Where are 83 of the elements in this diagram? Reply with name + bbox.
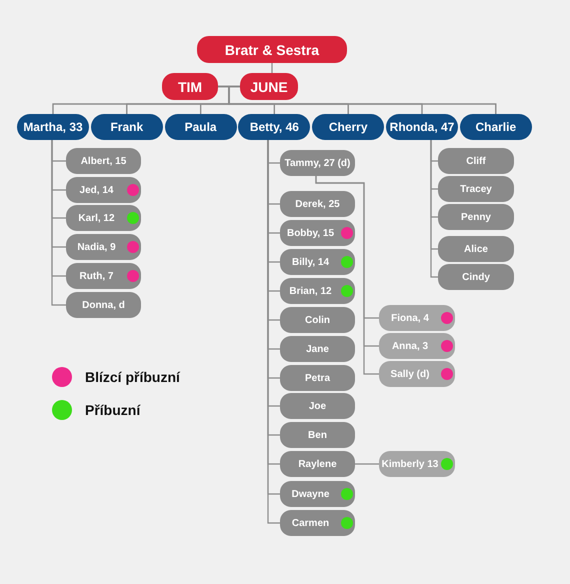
person-name: Dwayne	[292, 488, 330, 500]
person-name: Brian, 12	[289, 286, 332, 296]
person-name: Ruth, 7	[80, 270, 114, 282]
person-name: Frank	[110, 120, 144, 134]
person-box	[66, 263, 141, 289]
person-box	[460, 114, 532, 140]
person-name: Joe	[308, 400, 326, 412]
person-name: JUNE	[250, 78, 288, 94]
person-name: Petra	[304, 372, 330, 384]
person-name: Sally (d)	[390, 368, 430, 380]
person-box	[280, 451, 355, 477]
person-box	[438, 148, 514, 174]
person-box	[90, 114, 163, 140]
person-name: Karl, 12	[78, 212, 115, 224]
person-box	[66, 148, 141, 174]
person-box	[280, 191, 355, 217]
parent-box	[162, 73, 218, 100]
person-box	[280, 422, 355, 448]
person-name: Raylene	[298, 458, 337, 470]
person-name: Bobby, 15	[286, 228, 334, 238]
person-name: Nadia, 9	[77, 242, 116, 252]
person-name: Martha, 33	[23, 120, 83, 134]
legend-label: Příbuzní	[85, 402, 140, 418]
connector-line	[218, 86, 240, 88]
person-name: Tracey	[460, 184, 492, 194]
person-box	[438, 204, 514, 230]
person-box	[280, 481, 355, 507]
person-name: Charlie	[475, 120, 516, 134]
person-box	[17, 114, 89, 140]
person-box	[438, 264, 514, 290]
person-box	[238, 114, 310, 140]
person-box	[379, 451, 455, 477]
legend-label: Blízcí příbuzní	[85, 369, 180, 385]
person-name: TIM	[178, 78, 202, 94]
person-box	[164, 114, 237, 140]
person-box	[66, 292, 141, 318]
connector-line	[51, 140, 66, 306]
person-box	[379, 305, 455, 331]
person-box	[66, 234, 141, 260]
person-name: Anna, 3	[392, 340, 428, 352]
person-name: Alice	[464, 244, 488, 254]
person-name: Fiona, 4	[391, 312, 429, 324]
person-box	[438, 176, 514, 202]
person-box	[312, 114, 384, 140]
parent-box	[197, 36, 347, 63]
connector-line	[355, 463, 379, 465]
connector-line	[430, 140, 438, 278]
person-name: Betty, 46	[250, 120, 299, 134]
person-name: Colin	[305, 314, 330, 326]
person-name: Tammy, 27 (d)	[284, 158, 350, 168]
person-box	[280, 249, 355, 275]
person-name: Penny	[460, 212, 491, 222]
person-name: Cherry	[328, 120, 368, 134]
person-box	[438, 236, 514, 262]
person-box	[280, 150, 355, 176]
person-box	[280, 220, 355, 246]
person-box	[280, 393, 355, 419]
person-name: Ben	[308, 430, 327, 440]
person-box	[280, 278, 355, 304]
person-name: Derek, 25	[295, 198, 340, 210]
person-box	[379, 361, 455, 387]
person-box	[280, 336, 355, 362]
parent-box	[240, 73, 298, 100]
person-name: Cindy	[462, 272, 490, 282]
person-name: Bratr & Sestra	[224, 42, 320, 58]
person-box	[386, 114, 458, 140]
person-box	[66, 177, 141, 203]
person-box	[280, 307, 355, 333]
person-box	[280, 365, 355, 391]
person-name: Carmen	[292, 518, 330, 528]
person-name: Cliff	[466, 156, 486, 166]
person-name: Albert, 15	[80, 156, 126, 166]
person-name: Rhonda, 47	[390, 120, 454, 134]
person-box	[280, 510, 355, 536]
person-name: Paula	[184, 120, 217, 134]
person-name: Jane	[306, 344, 329, 354]
person-name: Billy, 14	[292, 256, 330, 268]
person-name: Kimberly 13	[382, 458, 438, 470]
connector-line	[271, 63, 273, 73]
person-box	[66, 205, 141, 231]
person-name: Jed, 14	[80, 184, 114, 196]
person-name: Donna, d	[82, 300, 125, 310]
person-box	[379, 333, 455, 359]
